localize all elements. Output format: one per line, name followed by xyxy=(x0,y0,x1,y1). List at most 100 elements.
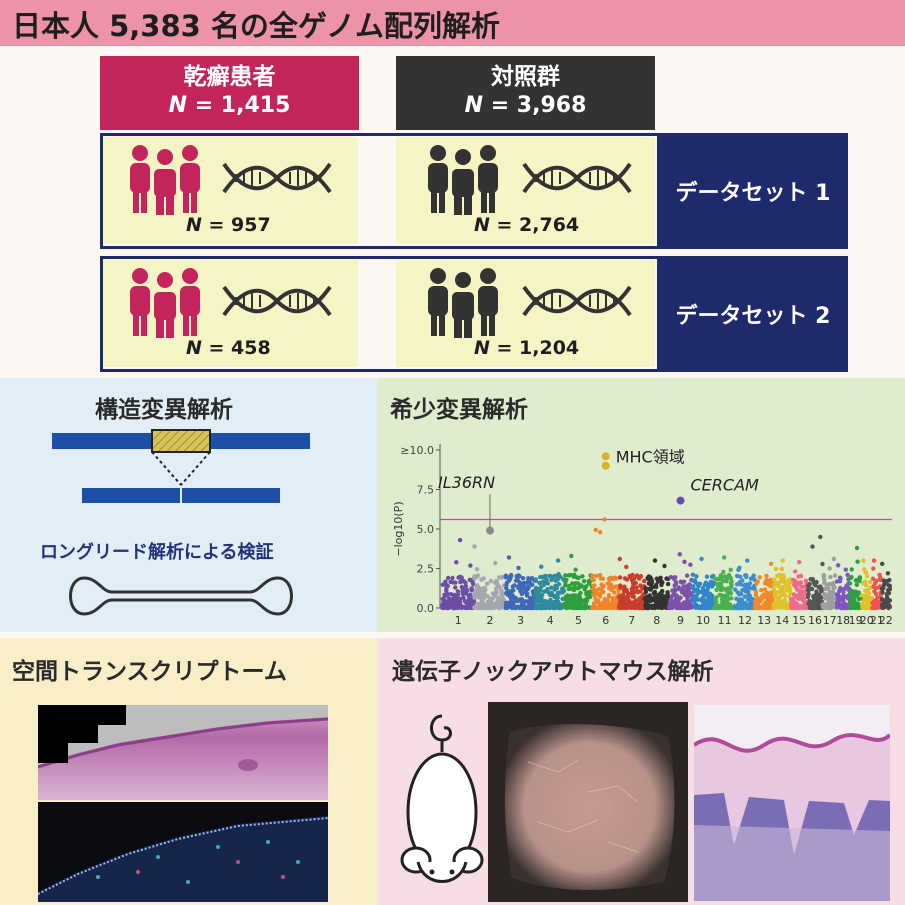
data-point xyxy=(834,579,840,584)
data-point xyxy=(793,569,798,574)
chromosome-5-points xyxy=(562,553,595,611)
chromosome-13-points xyxy=(752,561,776,611)
data-point xyxy=(621,585,627,590)
data-point xyxy=(781,591,786,596)
data-point xyxy=(563,573,568,578)
data-point xyxy=(455,592,461,597)
data-point xyxy=(440,582,446,587)
data-point xyxy=(713,597,718,602)
data-point xyxy=(845,594,850,599)
data-point xyxy=(499,592,504,597)
chromosome-1-points xyxy=(439,537,477,611)
x-tick-label: 19 xyxy=(849,614,863,627)
chromosome-9-points xyxy=(666,552,695,611)
data-point xyxy=(729,582,734,587)
data-point xyxy=(590,605,595,611)
data-point xyxy=(593,527,598,533)
data-point xyxy=(775,573,780,579)
data-point xyxy=(852,605,857,610)
data-point xyxy=(617,556,622,562)
data-point xyxy=(506,555,512,560)
data-point xyxy=(807,598,812,604)
data-point xyxy=(838,576,843,581)
data-point xyxy=(700,585,706,591)
data-point xyxy=(677,602,683,607)
data-point xyxy=(544,577,549,582)
data-point xyxy=(721,569,726,575)
data-point xyxy=(861,580,866,585)
data-point xyxy=(618,594,623,599)
data-point xyxy=(719,583,724,589)
long-read-icon xyxy=(69,576,293,616)
data-point xyxy=(717,577,722,582)
data-point xyxy=(481,591,486,597)
data-point xyxy=(856,596,862,602)
data-point xyxy=(511,598,516,603)
data-point xyxy=(772,577,777,582)
data-point xyxy=(488,578,494,584)
data-point xyxy=(878,576,883,581)
data-point xyxy=(826,586,831,591)
dataset1-label: データセット 1 xyxy=(658,133,848,249)
data-point xyxy=(823,582,829,587)
data-point xyxy=(748,576,754,581)
data-point xyxy=(702,582,708,587)
data-point xyxy=(462,605,468,610)
data-point xyxy=(443,579,448,584)
data-point xyxy=(535,586,540,591)
data-point xyxy=(652,598,657,603)
data-point xyxy=(625,602,630,608)
data-point xyxy=(819,588,824,593)
data-point xyxy=(529,605,534,611)
data-point xyxy=(461,595,466,600)
data-point xyxy=(597,573,603,578)
data-point xyxy=(699,605,704,611)
data-point xyxy=(849,567,854,572)
chromosome-7-points xyxy=(616,556,647,611)
data-point xyxy=(843,605,848,611)
data-point xyxy=(459,575,464,580)
data-point xyxy=(835,595,841,601)
data-point xyxy=(880,586,885,591)
data-point xyxy=(493,560,498,566)
data-point xyxy=(492,593,497,598)
data-point xyxy=(556,582,562,587)
data-point xyxy=(523,605,529,611)
data-point xyxy=(856,590,861,595)
data-point xyxy=(656,598,661,603)
data-point xyxy=(593,588,598,593)
data-point xyxy=(513,578,519,583)
data-point xyxy=(637,597,642,602)
data-point xyxy=(591,583,596,589)
data-point xyxy=(742,594,747,599)
highlight-point xyxy=(486,526,494,535)
data-point xyxy=(743,600,748,606)
data-point xyxy=(548,598,553,603)
data-point xyxy=(624,577,630,582)
data-point xyxy=(684,573,690,578)
data-point xyxy=(754,581,759,586)
data-point xyxy=(472,595,477,600)
chromosome-10-points xyxy=(690,556,716,611)
data-point xyxy=(635,589,640,594)
data-point xyxy=(883,580,888,586)
data-point xyxy=(848,603,854,609)
data-point xyxy=(594,573,599,579)
data-point xyxy=(838,585,843,591)
data-point xyxy=(859,602,865,607)
data-point xyxy=(806,587,812,593)
data-point xyxy=(494,579,500,584)
data-point xyxy=(601,605,607,611)
data-point xyxy=(467,577,472,583)
data-point xyxy=(631,594,636,599)
data-point xyxy=(450,580,456,585)
data-point xyxy=(591,577,596,583)
data-point xyxy=(455,589,461,594)
data-point xyxy=(887,577,892,583)
data-point xyxy=(810,544,815,549)
data-point xyxy=(725,586,731,591)
data-point xyxy=(854,545,860,551)
data-point xyxy=(474,574,480,579)
data-point xyxy=(445,583,450,589)
data-point xyxy=(808,577,813,582)
